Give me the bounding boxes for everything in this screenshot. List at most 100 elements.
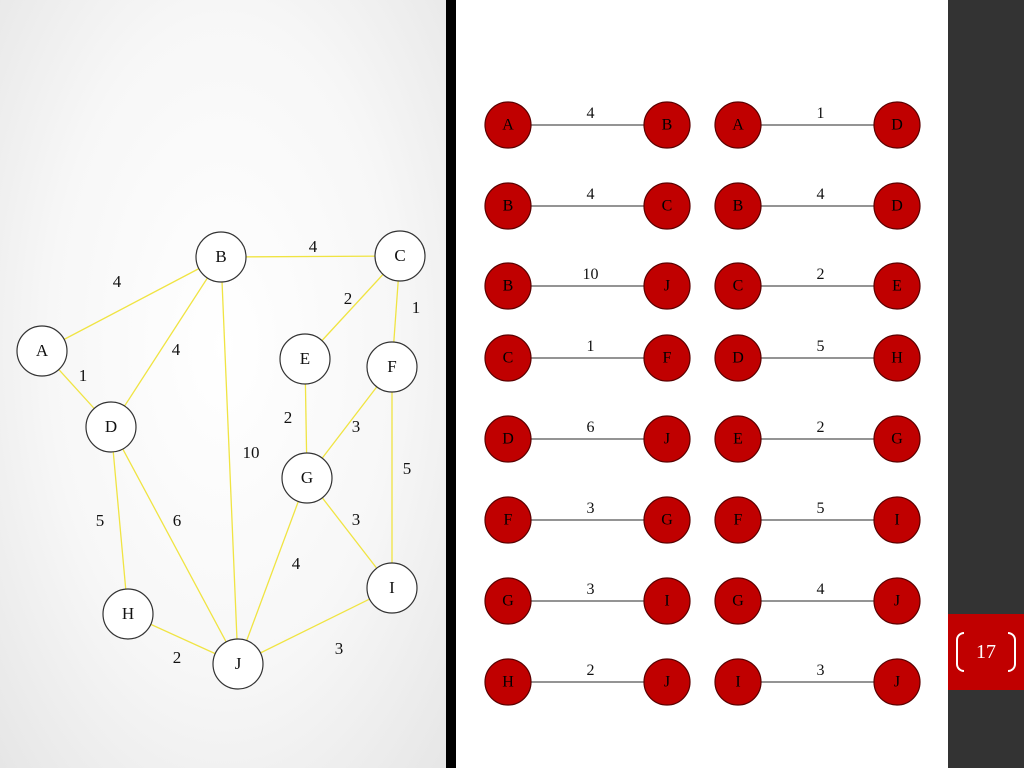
- graph-node-b: [195, 231, 247, 283]
- pair-node-label-to-c-e: E: [892, 278, 902, 295]
- pair-node-from-i-j: [714, 658, 762, 706]
- pair-node-label-from-b-c: B: [503, 198, 514, 215]
- graph-edge-weight-h-j: 2: [173, 648, 182, 667]
- pair-node-label-from-c-e: C: [733, 278, 744, 295]
- pair-weight-a-b: 4: [587, 105, 595, 122]
- graph-node-g: [281, 452, 333, 504]
- graph-node-c: [374, 230, 426, 282]
- pair-node-from-b-j: [484, 262, 532, 310]
- pair-node-label-to-f-i: I: [894, 512, 899, 529]
- pair-node-label-to-c-f: F: [663, 350, 672, 367]
- pair-node-to-d-h: [873, 334, 921, 382]
- pair-node-label-to-g-j: J: [894, 593, 900, 610]
- graph-edge-b-j: [220, 256, 239, 665]
- pair-node-label-to-d-j: J: [664, 431, 670, 448]
- pair-weight-c-e: 2: [817, 266, 825, 283]
- pair-node-to-d-j: [643, 415, 691, 463]
- pair-node-from-d-h: [714, 334, 762, 382]
- pair-node-label-to-g-i: I: [664, 593, 669, 610]
- pair-node-to-c-e: [873, 262, 921, 310]
- pair-node-from-e-g: [714, 415, 762, 463]
- pair-node-label-from-g-i: G: [502, 593, 514, 610]
- pair-node-label-to-b-c: C: [662, 198, 673, 215]
- pair-node-to-c-f: [643, 334, 691, 382]
- graph-edge-weight-b-c: 4: [309, 237, 318, 256]
- pair-node-from-g-i: [484, 577, 532, 625]
- graph-edge-d-j: [110, 426, 239, 665]
- pair-node-label-to-h-j: J: [664, 674, 670, 691]
- graph-edge-i-j: [237, 587, 393, 665]
- pair-node-from-b-d: [714, 182, 762, 230]
- pair-weight-f-g: 3: [587, 500, 595, 517]
- pair-weight-h-j: 2: [587, 662, 595, 679]
- graph-node-h: [102, 588, 154, 640]
- pair-node-label-to-i-j: J: [894, 674, 900, 691]
- graph-node-f: [366, 341, 418, 393]
- pair-node-label-from-d-h: D: [732, 350, 744, 367]
- pair-node-label-from-f-g: F: [504, 512, 513, 529]
- pair-node-label-to-b-j: J: [664, 278, 670, 295]
- graph-node-label-a: A: [36, 341, 49, 360]
- pair-weight-i-j: 3: [817, 662, 825, 679]
- pair-node-to-f-g: [643, 496, 691, 544]
- pair-node-label-from-b-d: B: [733, 198, 744, 215]
- pair-node-to-g-j: [873, 577, 921, 625]
- graph-edge-weight-e-g: 2: [284, 408, 293, 427]
- pair-node-from-a-d: [714, 101, 762, 149]
- graph-node-j: [212, 638, 264, 690]
- pair-weight-f-i: 5: [817, 500, 825, 517]
- pair-node-label-from-a-b: A: [502, 117, 514, 134]
- pair-weight-a-d: 1: [817, 105, 825, 122]
- page-number: 17: [976, 641, 996, 663]
- pair-node-label-to-d-h: H: [891, 350, 903, 367]
- pair-node-label-from-b-j: B: [503, 278, 514, 295]
- panel-divider: [446, 0, 456, 768]
- pair-node-to-a-d: [873, 101, 921, 149]
- pair-node-from-g-j: [714, 577, 762, 625]
- pair-node-label-from-g-j: G: [732, 593, 744, 610]
- pair-node-to-i-j: [873, 658, 921, 706]
- graph-edge-weight-g-j: 4: [292, 554, 301, 573]
- pair-node-label-from-h-j: H: [502, 674, 514, 691]
- graph-node-label-f: F: [387, 357, 396, 376]
- pair-weight-g-i: 3: [587, 581, 595, 598]
- right-brace-icon: [1008, 632, 1016, 672]
- graph-node-i: [366, 562, 418, 614]
- pair-node-to-b-c: [643, 182, 691, 230]
- pair-node-to-b-j: [643, 262, 691, 310]
- pair-node-from-c-e: [714, 262, 762, 310]
- graph-edge-weight-f-i: 5: [403, 459, 412, 478]
- pair-node-label-to-b-d: D: [891, 198, 903, 215]
- graph-edge-a-b: [41, 256, 222, 352]
- graph-node-label-i: I: [389, 578, 395, 597]
- graph-edge-weight-a-d: 1: [79, 366, 88, 385]
- graph-edge-weight-i-j: 3: [335, 639, 344, 658]
- pair-node-to-b-d: [873, 182, 921, 230]
- graph-node-label-c: C: [394, 246, 405, 265]
- pair-weight-d-j: 6: [587, 419, 595, 436]
- graph-edge-b-d: [110, 256, 222, 428]
- pair-weight-c-f: 1: [587, 338, 595, 355]
- pair-node-from-b-c: [484, 182, 532, 230]
- graph-edge-weight-b-d: 4: [172, 340, 181, 359]
- graph-edge-g-j: [237, 477, 308, 665]
- graph-node-label-g: G: [301, 468, 313, 487]
- pair-node-to-e-g: [873, 415, 921, 463]
- pair-node-label-to-a-d: D: [891, 117, 903, 134]
- graph-edge-d-h: [110, 426, 129, 615]
- pair-node-label-from-f-i: F: [734, 512, 743, 529]
- graph-edge-b-c: [220, 255, 401, 258]
- pair-node-label-to-a-b: B: [662, 117, 673, 134]
- pair-node-to-a-b: [643, 101, 691, 149]
- pair-node-to-g-i: [643, 577, 691, 625]
- graph-edge-weight-g-i: 3: [352, 510, 361, 529]
- graph-edge-weight-d-j: 6: [173, 511, 182, 530]
- pair-node-from-c-f: [484, 334, 532, 382]
- left-brace-icon: [956, 632, 964, 672]
- graph-edge-weight-f-g: 3: [352, 417, 361, 436]
- graph-edge-weight-b-j: 10: [243, 443, 260, 462]
- pair-weight-b-d: 4: [817, 186, 825, 203]
- pair-weight-g-j: 4: [817, 581, 825, 598]
- edge-list-panel-background: [456, 0, 948, 768]
